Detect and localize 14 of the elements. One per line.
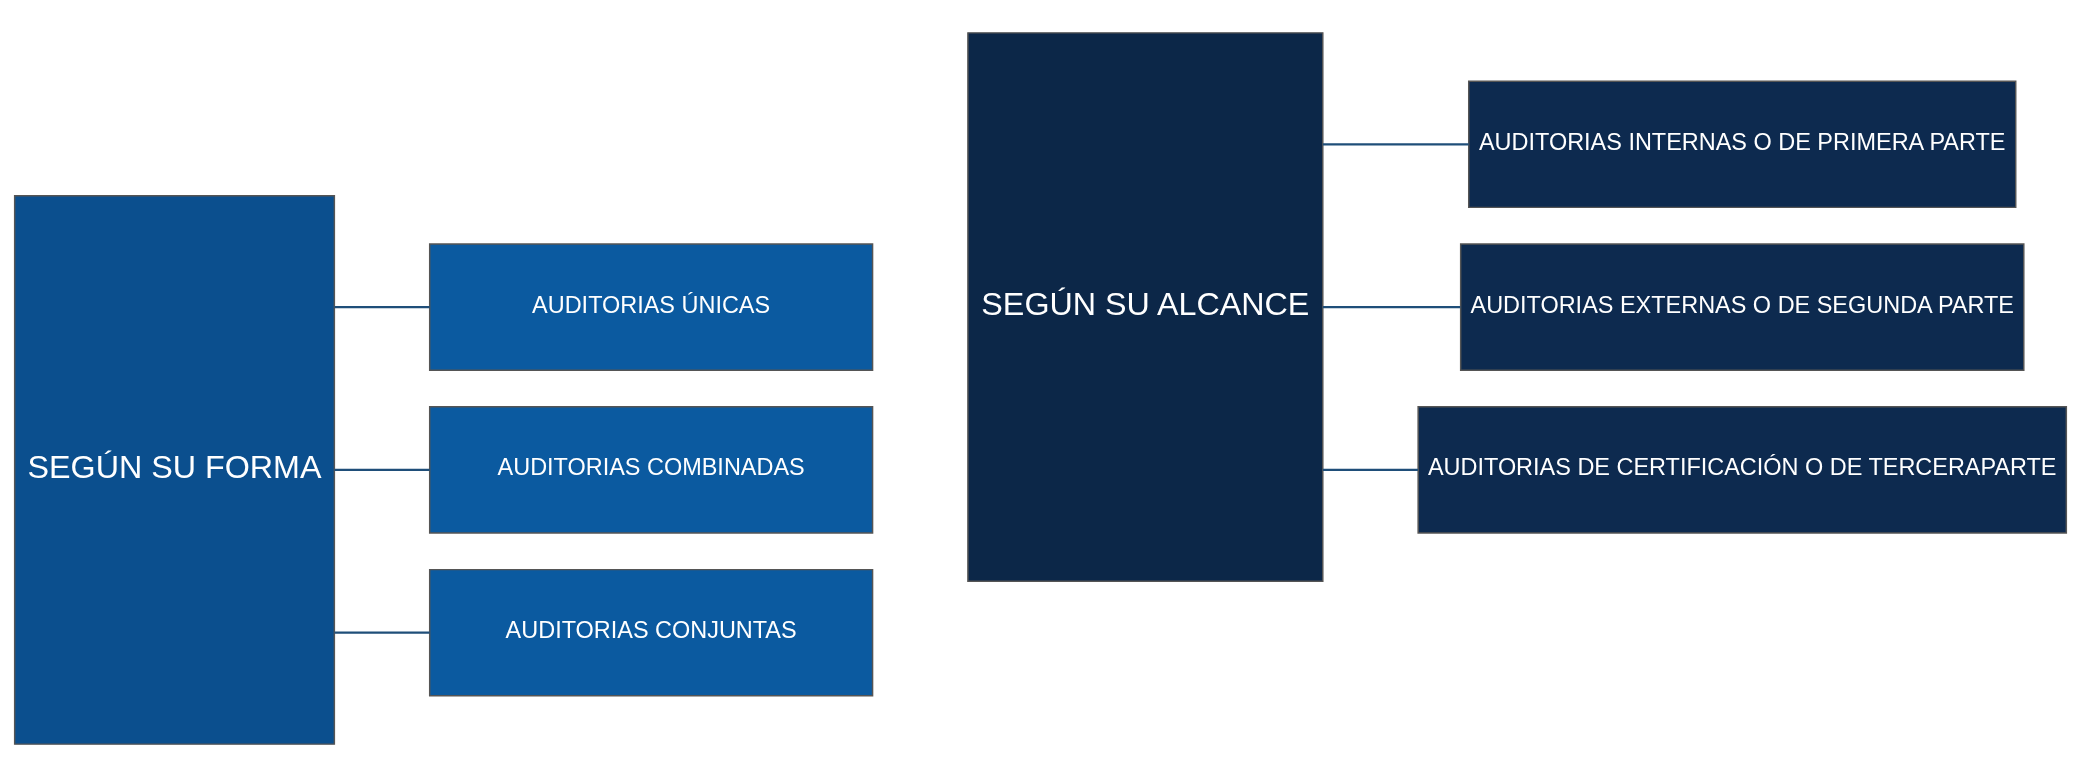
node-box: SEGÚN SU ALCANCE xyxy=(967,32,1324,583)
node-box: AUDITORIAS COMBINADAS xyxy=(428,406,874,534)
connector xyxy=(334,631,430,634)
node-box: AUDITORIAS EXTERNAS O DE SEGUNDA PARTE xyxy=(1459,243,2025,371)
node-box: AUDITORIAS DE CERTIFICACIÓN O DE TERCERAPARTE xyxy=(1417,406,2068,534)
connector xyxy=(1322,143,1469,146)
connector xyxy=(334,306,430,309)
connector xyxy=(334,468,430,471)
node-box: AUDITORIAS CONJUNTAS xyxy=(428,568,874,697)
node-box: AUDITORIAS ÚNICAS xyxy=(428,243,874,371)
node-box: SEGÚN SU FORMA xyxy=(13,194,336,745)
node-box: AUDITORIAS INTERNAS O DE PRIMERA PARTE xyxy=(1468,80,2017,209)
connector xyxy=(1322,306,1461,309)
connector xyxy=(1322,468,1418,471)
